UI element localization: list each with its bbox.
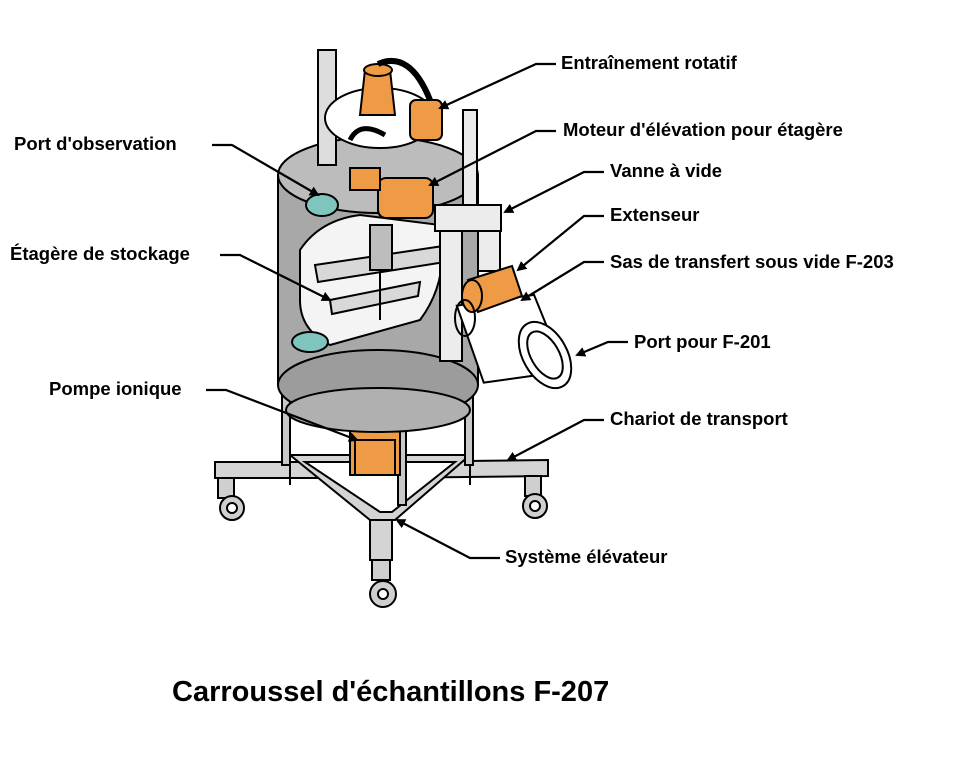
label-ion-pump: Pompe ionique [49, 378, 182, 399]
transfer-lock [454, 264, 573, 390]
leader-lines [206, 62, 628, 560]
label-vacuum-transfer-lock: Sas de transfert sous vide F-203 [610, 251, 894, 272]
shelf-elevation-motor [349, 167, 434, 219]
label-extender: Extenseur [610, 204, 700, 225]
label-lift-system: Système élévateur [505, 546, 668, 567]
viewport [291, 193, 339, 353]
rotary-drive [317, 49, 443, 166]
storage-shelf [313, 224, 452, 320]
ion-pump [354, 439, 396, 476]
page-title: Carroussel d'échantillons F-207 [172, 676, 610, 708]
label-port-f201: Port pour F-201 [634, 331, 771, 352]
label-viewport: Port d'observation [14, 133, 177, 154]
cart-wheels [217, 475, 548, 608]
label-transport-cart: Chariot de transport [610, 408, 788, 429]
label-vacuum-valve: Vanne à vide [610, 160, 723, 181]
label-rotary-drive: Entraînement rotatif [561, 52, 737, 73]
label-storage-shelf: Étagère de stockage [10, 243, 190, 264]
label-shelf-elevation-motor: Moteur d'élévation pour étagère [563, 119, 843, 140]
